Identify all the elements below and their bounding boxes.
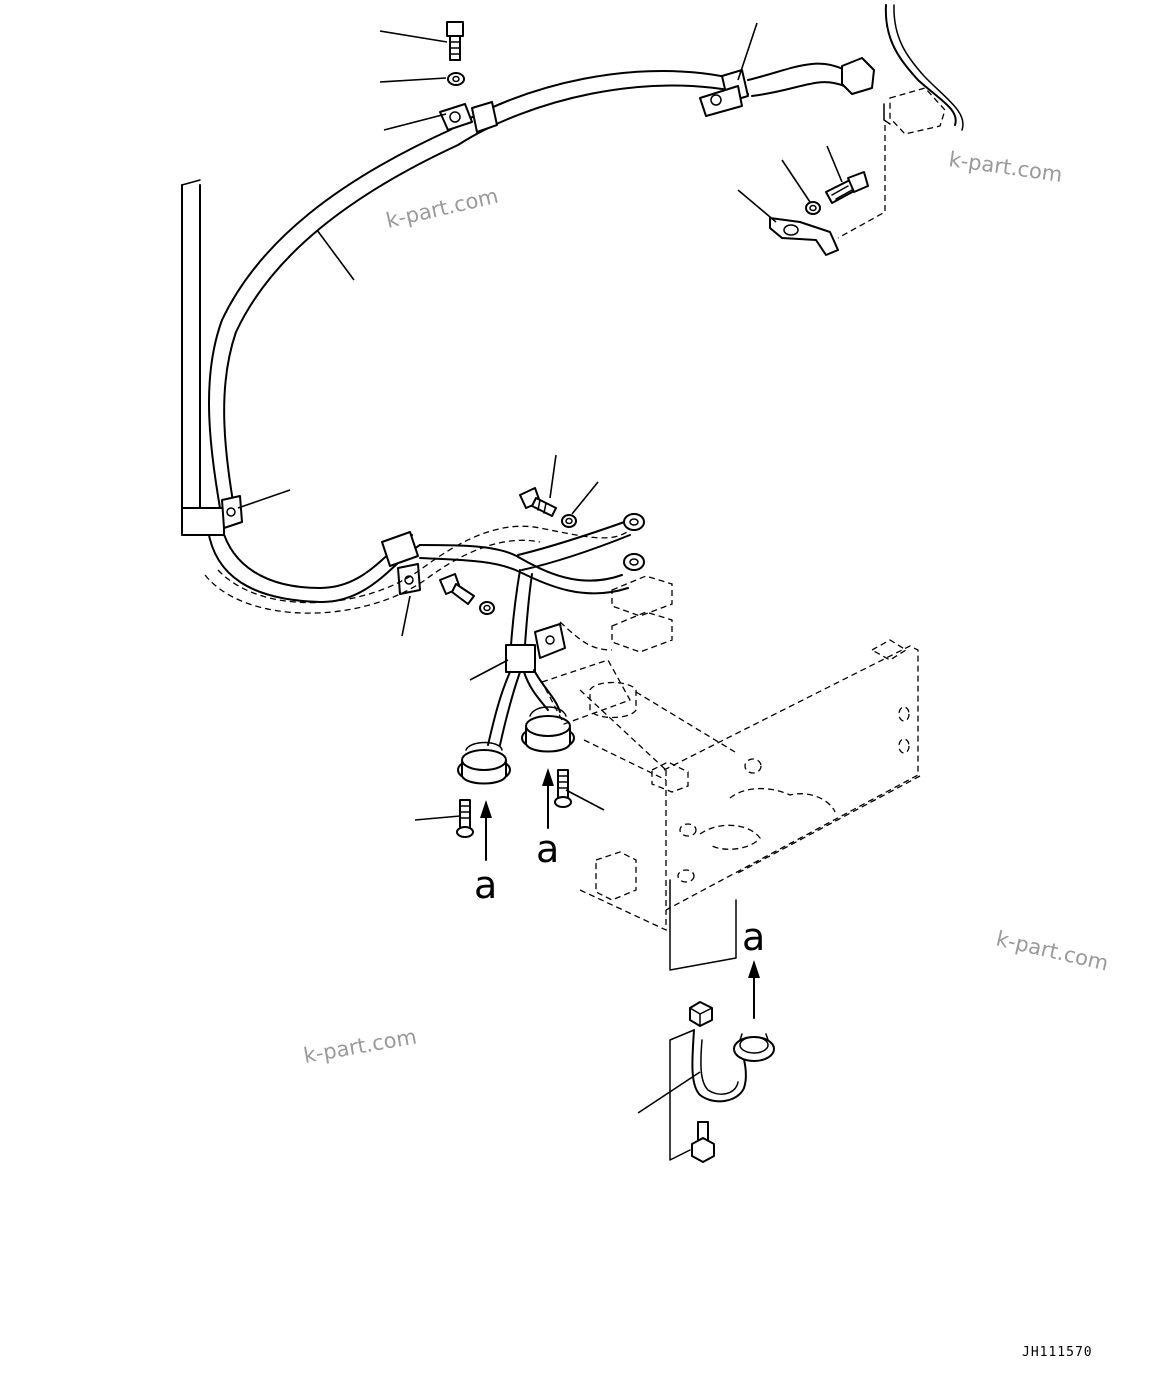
harness-clamp-top [439,101,498,133]
vertical-conduit [181,179,201,519]
callout-a-left: a [474,863,497,907]
vertical-cable-top-right-inner [893,4,964,131]
lower-bracket-line [669,1029,695,1161]
main-harness [207,62,846,604]
arrow-a-left [480,800,492,861]
harness-clamp-right [699,69,749,117]
grommet-left [457,741,511,785]
arrow-a-right [748,960,760,1019]
watermark-bottom-right: k-part.com [994,926,1111,975]
relay-connector-top-right [837,87,946,239]
washer-middle [561,514,577,528]
ring-terminal-2 [623,553,645,571]
harness-clamp-middle [381,531,421,595]
bolt-top [446,21,464,61]
branch-harness [419,519,631,661]
watermark-top: k-part.com [384,184,501,233]
grommet-right [521,706,575,753]
lower-grommet [733,1033,775,1062]
vertical-cable-top-right [884,4,957,126]
watermark-bottom-left: k-part.com [302,1024,419,1067]
bolt-middle [519,487,557,517]
leader-lines [237,22,843,1114]
bolt-top-right [825,171,869,204]
bolt-lower-middle [439,573,475,605]
ground-bracket [769,217,839,256]
arrow-a-middle [542,768,554,829]
ground-strap [691,1029,747,1103]
watermark-top-right: k-part.com [947,147,1064,187]
screw-right [554,769,572,808]
lower-nut [689,1001,713,1027]
washer-top [447,72,465,86]
washer-lower-middle [479,601,495,615]
harness-end-connector [841,57,875,95]
washer-top-right [805,201,821,215]
screw-left [456,799,474,838]
drawing-code: JH111570 [1022,1345,1093,1360]
branch-clamp [505,623,566,673]
ring-terminal-1 [623,513,645,531]
harness-clamp-left [181,495,243,536]
lower-bolt [691,1121,715,1163]
callout-a-middle: a [536,827,559,871]
callout-a-right: a [742,915,765,959]
mounting-plate [541,575,921,971]
hidden-harness [204,519,641,614]
